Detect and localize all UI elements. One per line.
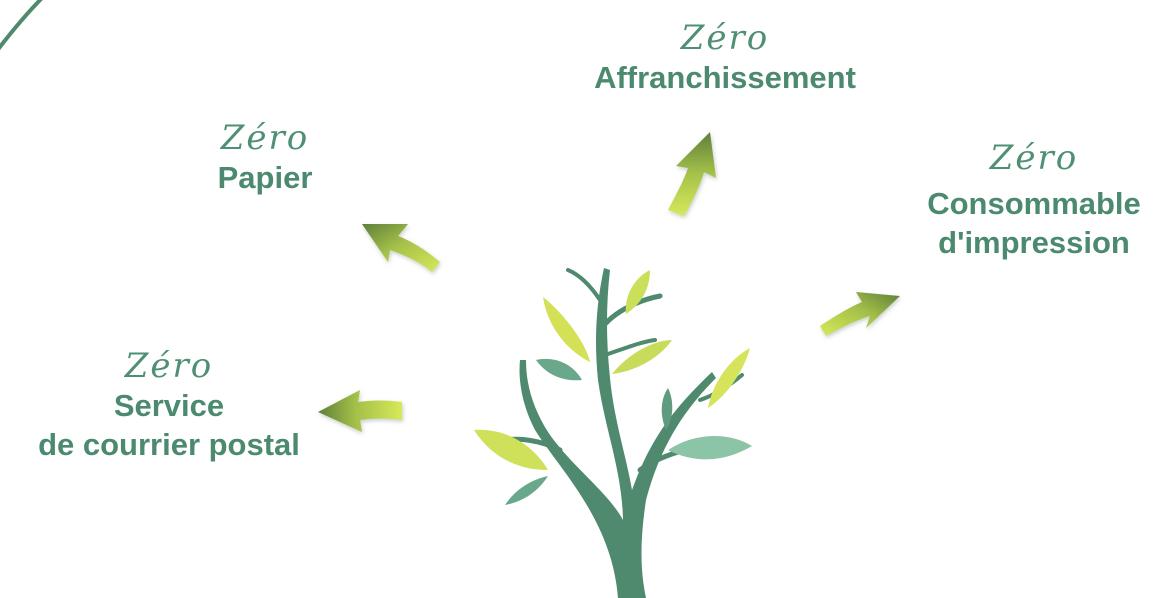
label-courrier: Zéro Service de courrier postal [0,346,338,464]
label-title-line1: Consommable [927,186,1141,221]
tree-leaf [536,358,582,381]
corner-arc-decoration [0,0,43,51]
zero-heading: Zéro [989,138,1079,178]
tree-trunk [519,268,716,598]
label-consommable: Zéro Consommable d'impression [900,138,1168,262]
tree-leaf [661,388,673,430]
arrow-up-right-icon [820,292,900,336]
tree-leaf [668,435,752,460]
label-title-line2: de courrier postal [38,427,300,462]
arrow-up-left-icon [362,224,440,272]
tree-icon [474,268,752,598]
zero-heading: Zéro [220,118,310,158]
label-title: Affranchissement [594,60,856,95]
tree-leaf [474,429,548,470]
label-affranchissement: Zéro Affranchissement [560,18,890,97]
label-title-line2: d'impression [938,225,1130,260]
arrow-up-icon [668,132,716,216]
tree-leaf [625,270,650,314]
tree-branch [603,338,657,357]
label-papier: Zéro Papier [180,118,350,197]
tree-leaf [612,340,672,374]
tree-leaf [505,476,548,505]
tree-leaf [708,348,750,408]
label-title-line1: Service [113,388,225,423]
tree-leaf [543,297,590,362]
zero-heading: Zéro [680,18,770,58]
arrow-left-icon [318,390,402,432]
label-title: Papier [217,160,313,195]
tree-branch [566,268,602,302]
zero-heading: Zéro [124,346,214,386]
